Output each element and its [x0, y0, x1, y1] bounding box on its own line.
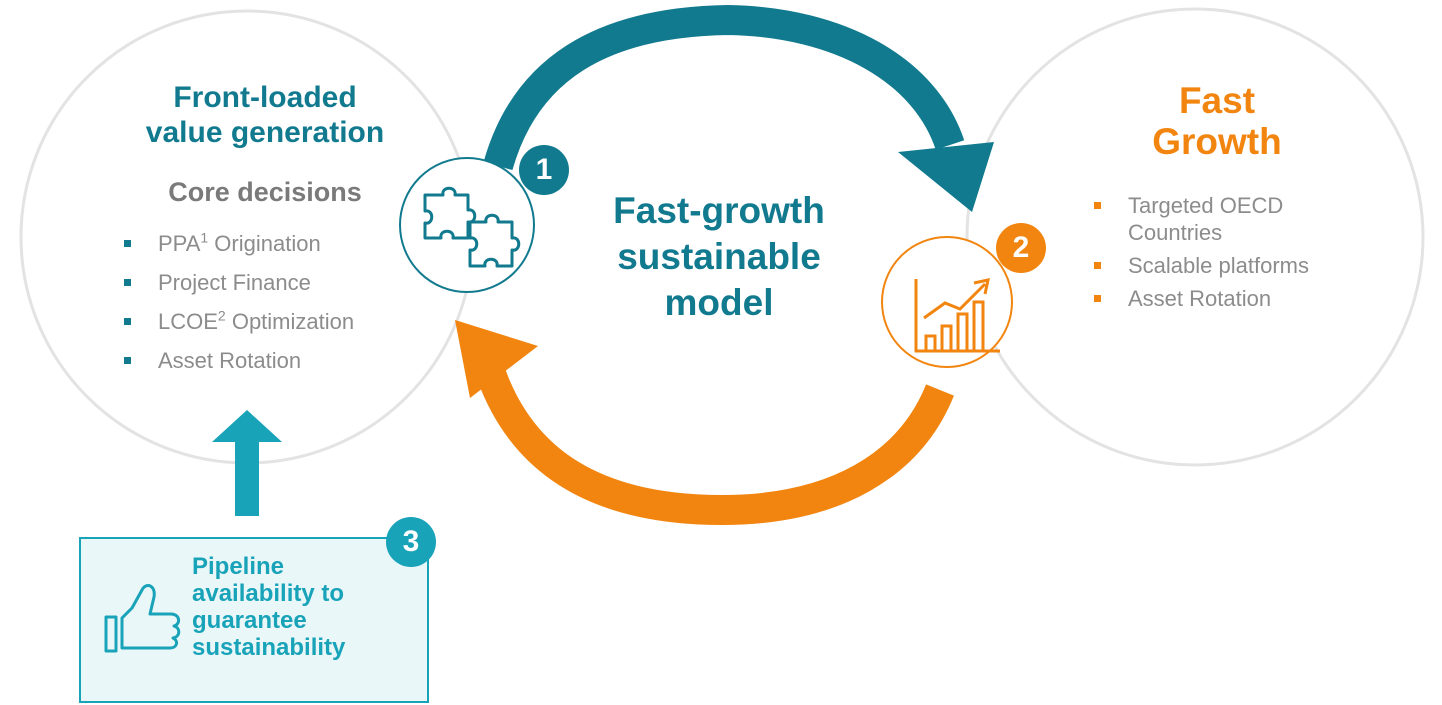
- list-item-text: Targeted OECD Countries: [1128, 193, 1284, 245]
- list-item: Asset Rotation: [1094, 285, 1374, 312]
- left-title-line2: value generation: [145, 116, 385, 149]
- badge-1-circle: [519, 145, 569, 195]
- list-item: Scalable platforms: [1094, 252, 1374, 279]
- pipeline-line1: Pipeline: [192, 553, 285, 580]
- badge-3-number: 3: [402, 525, 420, 558]
- badge-1-number: 1: [535, 153, 553, 186]
- list-item: Project Finance: [124, 269, 354, 296]
- fast-growth-list: Targeted OECD Countries Scalable platfor…: [1094, 192, 1374, 318]
- bullet-square: [1094, 295, 1101, 302]
- badge-2-circle: [996, 223, 1046, 273]
- right-title: Fast Growth: [1052, 80, 1382, 162]
- list-item-text: Project Finance: [158, 270, 311, 295]
- list-item: Asset Rotation: [124, 347, 354, 374]
- core-decisions-heading: Core decisions: [168, 177, 362, 207]
- bullet-square: [124, 240, 131, 247]
- orange-arrow-head: [455, 320, 538, 398]
- thumbs-up-icon: [104, 584, 181, 653]
- up-arrow-shaft: [235, 440, 259, 516]
- orange-cycle-arrow: [473, 360, 954, 526]
- pipeline-line3: guarantee: [192, 607, 307, 634]
- badge-3-circle: [386, 517, 436, 567]
- teal-cycle-arrow: [483, 4, 965, 171]
- list-item-text: Asset Rotation: [158, 348, 302, 373]
- pipeline-label: Pipeline availability to guarantee susta…: [192, 553, 422, 661]
- list-item-text: PPA: [158, 231, 201, 256]
- badge-2-number: 2: [1012, 231, 1030, 264]
- right-title-line1: Fast: [1178, 80, 1256, 121]
- bullet-square: [1094, 202, 1101, 209]
- footnote-marker: 1: [200, 229, 209, 246]
- footnote-marker: 2: [217, 307, 226, 324]
- pipeline-box: [79, 537, 429, 703]
- list-item-text-rest: Origination: [208, 231, 321, 256]
- teal-arrow-head: [898, 142, 994, 212]
- list-item: Targeted OECD Countries: [1094, 192, 1374, 246]
- list-item-text: LCOE: [158, 309, 218, 334]
- left-title-line1: Front-loaded: [173, 81, 357, 114]
- list-item: LCOE2 Optimization: [124, 308, 354, 335]
- bullet-square: [124, 357, 131, 364]
- center-title-line2: sustainable: [617, 236, 821, 277]
- list-item-text-rest: Optimization: [225, 309, 355, 334]
- center-title-line1: Fast-growth: [613, 190, 825, 231]
- up-arrow-head: [212, 410, 282, 442]
- center-title-line3: model: [664, 282, 774, 323]
- puzzle-icon: [423, 186, 521, 268]
- bullet-square: [124, 279, 131, 286]
- bullet-square: [1094, 262, 1101, 269]
- right-title-line2: Growth: [1152, 121, 1282, 162]
- bullet-square: [124, 318, 131, 325]
- core-decisions-list: PPA1 Origination Project Finance LCOE2 O…: [124, 230, 354, 386]
- center-model-title: Fast-growth sustainable model: [574, 188, 864, 326]
- list-item: PPA1 Origination: [124, 230, 354, 257]
- list-item-text: Asset Rotation: [1128, 286, 1272, 311]
- left-title: Front-loaded value generation: [60, 80, 470, 150]
- pipeline-line2: availability to: [192, 580, 345, 607]
- pipeline-line4: sustainability: [192, 634, 346, 661]
- right-outline-circle: [965, 7, 1425, 467]
- list-item-text: Scalable platforms: [1128, 253, 1309, 278]
- growth-chart-icon: [914, 278, 1000, 353]
- growth-circle: [881, 236, 1013, 368]
